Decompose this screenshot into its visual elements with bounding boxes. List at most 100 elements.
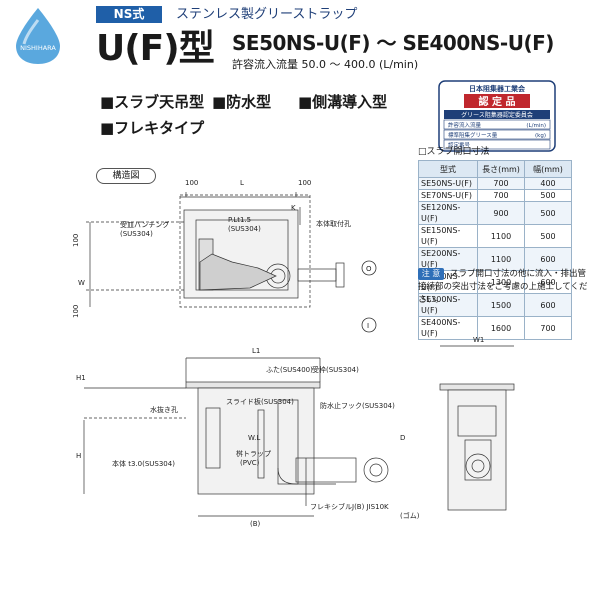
front-lid bbox=[439, 383, 515, 391]
caution-note: スラブ開口寸法の他に流入・排出管接続部の突出寸法をご考慮の上施工してください。 bbox=[418, 269, 588, 305]
label-slide-plate: スライド板(SUS304) bbox=[226, 397, 294, 406]
label-strainer-material: (SUS304) bbox=[120, 230, 153, 238]
label-W1: W1 bbox=[473, 336, 484, 344]
svg-text:標準阻集グリース量: 標準阻集グリース量 bbox=[448, 131, 498, 139]
plan-sediment bbox=[199, 253, 277, 291]
inlet-marker bbox=[361, 317, 377, 333]
table-header-width: 幅(mm) bbox=[524, 160, 572, 178]
feature-flexible: ■フレキタイプ bbox=[100, 119, 205, 137]
table-cell-width: 600 bbox=[524, 270, 572, 294]
side-slide-plate bbox=[257, 409, 265, 479]
table-header-model: 型式 bbox=[418, 160, 478, 178]
svg-text:(L/min): (L/min) bbox=[526, 123, 546, 129]
table-cell-length: 900 bbox=[477, 201, 525, 225]
flow-rate: 許容流入流量 50.0 ～ 400.0 (L/min) bbox=[232, 58, 419, 71]
front-pipe-outer bbox=[465, 453, 491, 479]
feature-waterproof: ■防水型 bbox=[212, 93, 272, 111]
ns-type-badge: NS式 bbox=[96, 6, 162, 23]
table-cell-model: SE300NS-U(F) bbox=[418, 293, 478, 317]
side-drain-box bbox=[205, 407, 221, 469]
table-cell-length: 1100 bbox=[477, 224, 525, 248]
plan-inner bbox=[195, 219, 289, 291]
label-B: (B) bbox=[250, 520, 261, 528]
company-logo: NISHIHARA bbox=[16, 8, 60, 64]
certification-seal: 日本阻集器工業会 認 定 品 グリース阻集器認定委員会 許容流入流量 (L/mi… bbox=[438, 80, 556, 152]
label-D: D bbox=[400, 434, 405, 442]
product-subtitle: ステンレス製グリーストラップ bbox=[176, 7, 358, 22]
side-trap-body bbox=[277, 399, 299, 485]
table-cell-length: 700 bbox=[477, 177, 525, 190]
side-lid bbox=[185, 381, 321, 389]
label-WL: W.L bbox=[248, 434, 260, 442]
product-type-title: U(F)型 bbox=[96, 28, 215, 69]
label-strainer: 受皿パンチング bbox=[120, 220, 169, 229]
side-flange-outer bbox=[363, 457, 389, 483]
model-range: SE50NS-U(F) ～ SE400NS-U(F) bbox=[232, 31, 554, 55]
side-flex-pipe bbox=[295, 457, 357, 483]
slab-table-caption: □スラブ開口寸法 bbox=[418, 147, 490, 157]
feature-gutter: ■側溝導入型 bbox=[298, 93, 388, 111]
svg-text:日本阻集器工業会: 日本阻集器工業会 bbox=[469, 84, 526, 93]
label-lid: ふた(SUS400) bbox=[266, 366, 313, 374]
side-trap-elbow bbox=[277, 467, 336, 485]
structure-diagram-label: 構造図 bbox=[96, 168, 156, 184]
label-H: H bbox=[76, 452, 81, 460]
label-flex-joint: フレキシブルJ(B) JIS10K bbox=[310, 502, 389, 511]
table-cell-length: 1100 bbox=[477, 247, 525, 271]
label-hook: 防水止フック(SUS304) bbox=[320, 401, 395, 410]
label-dim-100: 100 bbox=[72, 305, 80, 318]
outlet-mark-text: O bbox=[366, 265, 372, 273]
front-tank bbox=[447, 389, 507, 511]
table-cell-width: 700 bbox=[524, 316, 572, 340]
label-plt: P.Lt1.5 bbox=[228, 216, 251, 224]
outlet-marker bbox=[361, 260, 377, 276]
label-flex-material: (ゴム) bbox=[400, 511, 420, 520]
label-dim-W: W bbox=[78, 279, 85, 287]
table-cell-width: 600 bbox=[524, 247, 572, 271]
front-pipe-inner bbox=[471, 459, 485, 473]
svg-text:認定番号: 認定番号 bbox=[448, 141, 471, 149]
label-L1: L1 bbox=[252, 347, 260, 355]
label-drain-hole: 水抜き孔 bbox=[150, 405, 178, 414]
table-cell-model: SE120NS-U(F) bbox=[418, 201, 478, 225]
front-upper-box bbox=[457, 405, 497, 437]
table-header-length: 長さ(mm) bbox=[477, 160, 525, 178]
label-trap-material: (PVC) bbox=[240, 459, 260, 467]
label-dim-L: L bbox=[240, 179, 244, 187]
inlet-mark-text: I bbox=[367, 322, 369, 330]
label-dim-K: K bbox=[291, 204, 296, 212]
table-cell-width: 500 bbox=[524, 224, 572, 248]
label-frame: 受枠(SUS304) bbox=[312, 365, 359, 374]
label-trap: 桝トラップ bbox=[236, 449, 271, 458]
caution-badge: 注 意 bbox=[418, 268, 444, 280]
table-cell-width: 500 bbox=[524, 201, 572, 225]
plan-outlet-flange bbox=[335, 262, 345, 288]
plan-outlet-pipe bbox=[297, 268, 337, 282]
side-flange-inner bbox=[369, 463, 383, 477]
feature-slab: ■スラブ天吊型 bbox=[100, 93, 205, 111]
label-mount-hole: 本体取付孔 bbox=[316, 219, 351, 228]
table-cell-width: 400 bbox=[524, 177, 572, 190]
svg-text:NISHIHARA: NISHIHARA bbox=[20, 44, 56, 52]
slab-opening-outline bbox=[179, 194, 311, 308]
svg-text:許容流入流量: 許容流入流量 bbox=[448, 121, 482, 129]
svg-text:(kg): (kg) bbox=[535, 133, 546, 139]
table-cell-width: 600 bbox=[524, 293, 572, 317]
label-plt-material: (SUS304) bbox=[228, 225, 261, 233]
side-tank bbox=[197, 387, 315, 495]
label-dim-100: 100 bbox=[72, 234, 80, 247]
label-dim-100: 100 bbox=[298, 179, 311, 187]
front-trap bbox=[464, 439, 492, 481]
svg-text:グリース阻集器認定委員会: グリース阻集器認定委員会 bbox=[461, 111, 533, 119]
label-H1: H1 bbox=[76, 374, 86, 382]
svg-text:認 定 品: 認 定 品 bbox=[479, 95, 516, 108]
